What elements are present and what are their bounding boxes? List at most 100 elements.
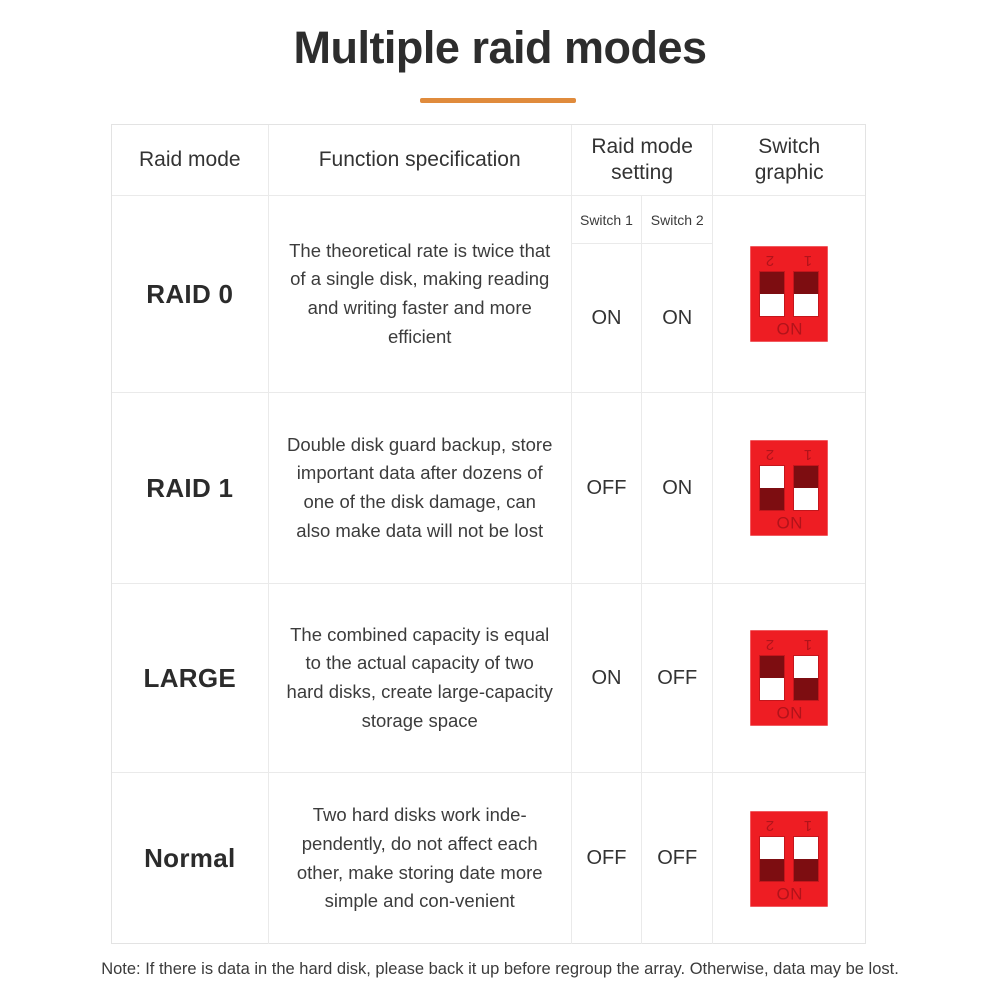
dip-switch-icon: 2 1 NO: [750, 440, 829, 536]
table-header-row: Raid mode Function specification Raid mo…: [112, 125, 865, 196]
column-header-raid-mode-setting: Raid mode setting: [572, 125, 714, 195]
function-specification-text: The theoretical rate is twice that of a …: [289, 239, 551, 347]
switch-2-state: OFF: [657, 847, 698, 869]
subheader-switch-2: Switch 2: [650, 211, 704, 228]
column-header-label: Raid mode setting: [591, 134, 693, 184]
dip-lever-1-top: [794, 656, 819, 678]
dip-label-right: 1: [804, 636, 813, 653]
dip-lever-1: [793, 655, 820, 701]
cell-switch-graphic: 2 1 NO: [713, 393, 865, 583]
cell-raid-mode: Normal: [112, 773, 269, 944]
dip-lever-2: [759, 655, 786, 701]
dip-lever-2: [759, 465, 786, 511]
dip-lever-1-bottom: [794, 294, 819, 316]
table-row: RAID 0 The theoretical rate is twice tha…: [112, 196, 865, 393]
column-header-label: Function specification: [318, 147, 521, 171]
raid-mode-name: RAID 0: [146, 278, 234, 309]
dip-switch-levers: [759, 465, 820, 511]
column-header-label: Switch graphic: [754, 134, 824, 184]
subheader-switch-1: Switch 1: [572, 196, 643, 243]
dip-switch-levers: [759, 835, 820, 882]
table-row: Normal Two hard disks work inde-pendentl…: [112, 773, 865, 944]
switch-2-state: ON: [662, 306, 693, 329]
cell-raid-mode: LARGE: [112, 584, 269, 772]
dip-lever-2: [759, 271, 786, 317]
switch-1-state: ON: [572, 244, 643, 392]
cell-function-specification: The theoretical rate is twice that of a …: [269, 196, 572, 392]
dip-on-label: NO: [775, 513, 803, 532]
dip-switch-icon: 2 1 NO: [750, 810, 829, 907]
dip-label-right: 1: [804, 816, 813, 834]
dip-switch-numbers: 2 1: [759, 443, 819, 464]
page-title: Multiple raid modes: [293, 22, 707, 73]
dip-lever-1: [793, 835, 820, 882]
dip-on-label: NO: [775, 319, 803, 338]
dip-lever-2-bottom: [760, 294, 785, 316]
column-header-function-specification: Function specification: [269, 125, 572, 195]
cell-function-specification: The combined capacity is equal to the ac…: [269, 584, 572, 772]
dip-label-left: 2: [766, 636, 775, 653]
dip-lever-1-bottom: [794, 488, 819, 510]
dip-switch-levers: [759, 655, 820, 701]
cell-raid-mode-setting: OFF ON: [572, 393, 714, 583]
dip-label-left: 2: [766, 446, 775, 463]
dip-lever-2: [759, 835, 786, 882]
cell-raid-mode-setting: ON OFF: [572, 584, 714, 772]
dip-label-right: 1: [804, 446, 813, 463]
dip-label-left: 2: [766, 816, 775, 834]
footer-note: Note: If there is data in the hard disk,…: [101, 960, 899, 978]
raid-modes-table: Raid mode Function specification Raid mo…: [111, 124, 866, 944]
raid-mode-name: Normal: [144, 843, 236, 873]
column-header-label: Raid mode: [139, 147, 241, 171]
dip-lever-1-top: [794, 836, 819, 859]
switch-1-state: OFF: [572, 773, 643, 944]
cell-switch-graphic: 2 1 NO: [713, 773, 865, 944]
table-row: RAID 1 Double disk guard backup, store i…: [112, 393, 865, 584]
dip-lever-2-top: [760, 466, 785, 488]
switch-2-state: ON: [662, 476, 693, 499]
dip-lever-2-bottom: [760, 488, 785, 510]
dip-switch-levers: [759, 271, 820, 317]
dip-lever-1: [793, 271, 820, 317]
cell-function-specification: Two hard disks work inde-pendently, do n…: [269, 773, 572, 944]
switch-1-state: ON: [572, 584, 643, 772]
dip-switch-numbers: 2 1: [759, 633, 819, 654]
dip-lever-2-bottom: [760, 858, 785, 881]
dip-on-label: NO: [775, 703, 803, 722]
dip-lever-1-top: [794, 272, 819, 294]
function-specification-text: Double disk guard backup, store importan…: [287, 433, 553, 541]
dip-lever-2-top: [760, 272, 785, 294]
column-header-raid-mode: Raid mode: [112, 125, 269, 195]
dip-on-label: NO: [775, 883, 803, 903]
dip-lever-1-bottom: [794, 858, 819, 881]
dip-label-right: 1: [804, 252, 813, 269]
dip-switch-icon: 2 1 NO: [750, 630, 829, 726]
dip-lever-1: [793, 465, 820, 511]
dip-switch-numbers: 2 1: [759, 249, 819, 270]
cell-function-specification: Double disk guard backup, store importan…: [269, 393, 572, 583]
switch-1-state: OFF: [572, 393, 643, 583]
dip-switch-icon: 2 1 NO: [750, 246, 829, 342]
dip-lever-2-top: [760, 836, 785, 859]
column-header-switch-graphic: Switch graphic: [713, 125, 865, 195]
title-underline-accent: [420, 98, 576, 103]
raid-mode-name: LARGE: [143, 662, 237, 693]
switch-2-state: OFF: [657, 666, 698, 689]
cell-switch-graphic: 2 1 NO: [713, 196, 865, 392]
dip-label-left: 2: [766, 252, 775, 269]
cell-raid-mode: RAID 0: [112, 196, 269, 392]
raid-mode-name: RAID 1: [146, 472, 234, 503]
table-row: LARGE The combined capacity is equal to …: [112, 584, 865, 773]
dip-switch-numbers: 2 1: [759, 814, 819, 835]
cell-switch-graphic: 2 1 NO: [713, 584, 865, 772]
dip-lever-2-bottom: [760, 678, 785, 700]
dip-lever-2-top: [760, 656, 785, 678]
function-specification-text: The combined capacity is equal to the ac…: [286, 623, 553, 731]
dip-lever-1-bottom: [794, 678, 819, 700]
function-specification-text: Two hard disks work inde-pendently, do n…: [296, 804, 543, 912]
switch-subheader-row: Switch 1 Switch 2: [571, 196, 713, 244]
cell-raid-mode-setting: OFF OFF: [572, 773, 714, 944]
cell-raid-mode: RAID 1: [112, 393, 269, 583]
dip-lever-1-top: [794, 466, 819, 488]
